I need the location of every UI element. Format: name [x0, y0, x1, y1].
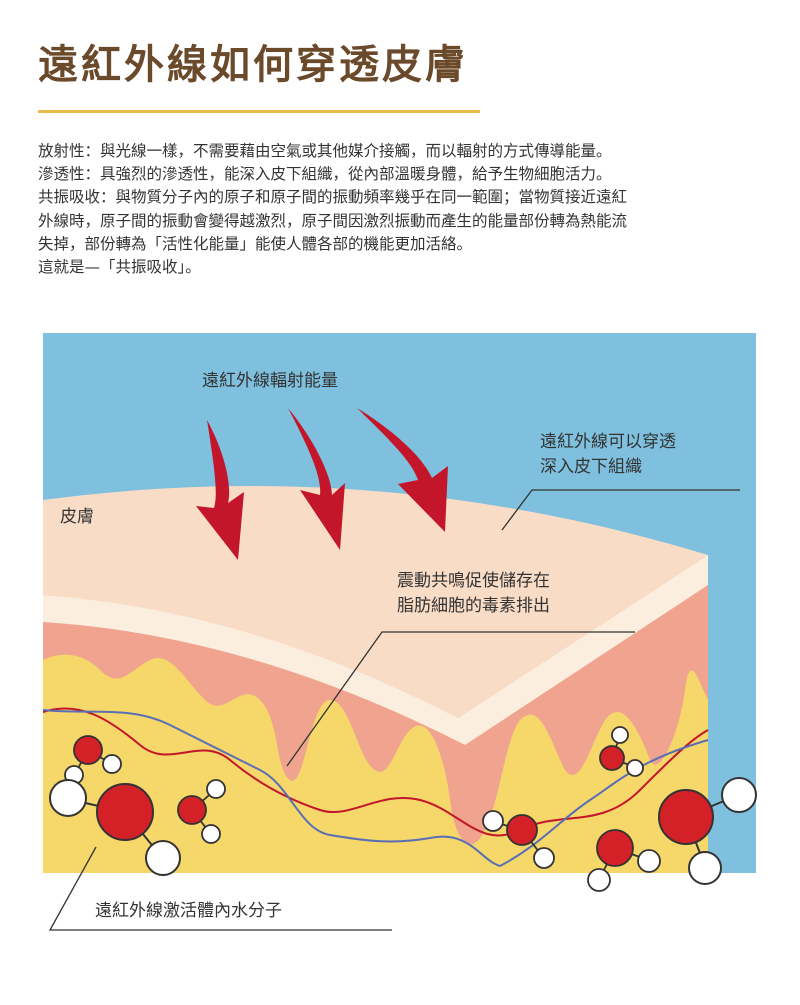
paragraph-penetration: 滲透性：具強烈的滲透性，能深入皮下組織，從內部溫暖身體，給予生物細胞活力。	[38, 165, 612, 184]
radiation-label: 遠紅外線輻射能量	[202, 371, 338, 391]
water-molecule	[587, 829, 661, 892]
paragraph-resonance-2: 外線時，原子間的振動會變得越激烈，原子間因激烈振動而產生的能量部份轉為熱能流	[38, 211, 628, 230]
red-vessel-line	[43, 707, 709, 837]
blue-vessel-line	[43, 709, 501, 867]
paragraph-resonance-3: 失掉，部份轉為「活性化能量」能使人體各部的機能更加活絡。	[38, 234, 473, 253]
water-molecule	[658, 777, 757, 885]
infrared-arrow	[357, 408, 448, 532]
paragraph-resonance-1: 共振吸收：與物質分子內的原子和原子間的振動頻率幾乎在同一範圍；當物質接近遠紅	[38, 188, 628, 207]
page-title: 遠紅外線如何穿透皮膚	[38, 42, 468, 88]
skin-edge	[43, 555, 708, 745]
penetration-label-line2: 深入皮下組織	[540, 457, 642, 477]
leader-water	[48, 846, 392, 931]
resonance-label-line1: 震動共鳴促使儲存在	[397, 570, 550, 591]
body-text: 放射性：與光線一樣，不需要藉由空氣或其他媒介接觸，而以輻射的方式傳導能量。 滲透…	[38, 140, 768, 279]
leader-penetration	[501, 489, 740, 531]
paragraph-radiation: 放射性：與光線一樣，不需要藉由空氣或其他媒介接觸，而以輻射的方式傳導能量。	[38, 142, 612, 160]
water-molecule	[482, 810, 555, 869]
water-molecule	[64, 735, 122, 785]
water-molecule	[599, 726, 644, 777]
title-underline	[38, 110, 480, 113]
water-molecule	[177, 779, 226, 844]
water-label: 遠紅外線激活體內水分子	[95, 901, 282, 921]
skin-surface	[43, 486, 708, 718]
skin-label: 皮膚	[60, 507, 94, 527]
water-molecule	[49, 779, 181, 876]
penetration-label-line1: 遠紅外線可以穿透	[540, 432, 676, 452]
leader-resonance	[286, 631, 635, 767]
paragraph-conclusion: 這就是—「共振吸收」。	[38, 258, 201, 277]
infrared-arrow	[196, 420, 244, 560]
resonance-label-line2: 脂肪細胞的毒素排出	[397, 596, 550, 616]
infrared-arrow	[288, 408, 345, 550]
